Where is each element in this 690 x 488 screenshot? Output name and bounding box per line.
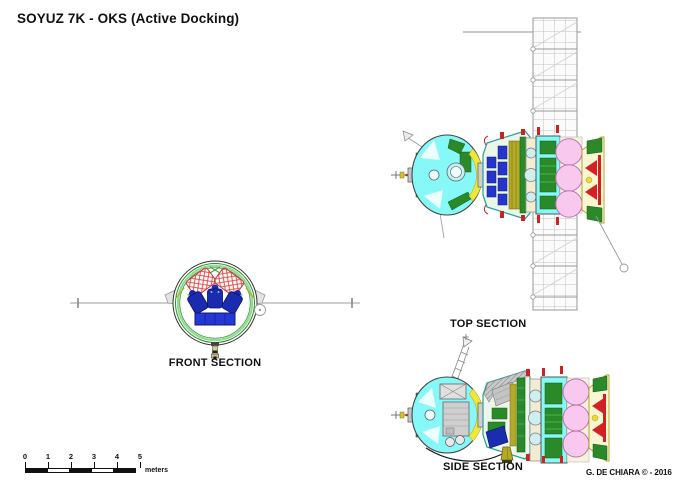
periscope (211, 342, 219, 360)
propellant-tanks (555, 138, 583, 218)
capsule-cross-section (172, 260, 258, 360)
attachment-brackets (537, 125, 559, 225)
crew-couches (175, 284, 255, 314)
scale-tick-label: 1 (45, 452, 51, 461)
top-section-drawing (391, 17, 629, 311)
hatch-marks (209, 266, 221, 274)
front-section-label: FRONT SECTION (168, 357, 262, 369)
scale-segment (113, 468, 136, 473)
scale-segment (25, 468, 48, 473)
parachute-container-right (213, 267, 245, 297)
scale-tick (140, 462, 141, 468)
scale-tick (25, 462, 26, 468)
page-title: SOYUZ 7K - OKS (Active Docking) (17, 11, 240, 26)
scale-tick-label: 3 (91, 452, 97, 461)
propellant-tanks (562, 378, 590, 458)
scale-tick-label: 2 (68, 452, 74, 461)
descent-module (482, 369, 531, 461)
orbital-module (402, 130, 484, 239)
scale-tick-label: 4 (114, 452, 120, 461)
scale-tick-label: 5 (137, 452, 143, 461)
periscope (425, 446, 514, 463)
scale-unit-label: meters (145, 467, 168, 474)
parachute-container-left (185, 267, 217, 297)
antenna-flag (402, 130, 414, 142)
descent-module (482, 129, 531, 221)
scale-tick (71, 462, 72, 468)
engine-section (581, 136, 605, 224)
orbital-module (411, 376, 484, 454)
scale-segment (47, 468, 70, 473)
engine-section (588, 374, 610, 462)
credit: G. DE CHIARA © - 2016 (586, 468, 672, 477)
transfer-section (528, 378, 543, 462)
scale-bar: 0 1 2 3 4 5 meters (23, 452, 185, 482)
attachment-brackets (542, 366, 563, 463)
scale-tick (94, 462, 95, 468)
couch-bench (194, 312, 236, 326)
thruster-port (254, 304, 266, 316)
cable (425, 447, 503, 462)
scale-tick (117, 462, 118, 468)
scale-tick-label: 0 (22, 452, 28, 461)
side-section-label: SIDE SECTION (443, 461, 524, 473)
boom-antenna (449, 334, 473, 385)
scale-segment (91, 468, 114, 473)
scale-segment (69, 468, 92, 473)
scale-tick (48, 462, 49, 468)
antenna-flag (462, 336, 473, 348)
whip-antenna (595, 215, 629, 273)
side-section-drawing (391, 334, 610, 464)
front-section-drawing (70, 260, 360, 360)
top-section-label: TOP SECTION (450, 318, 527, 330)
